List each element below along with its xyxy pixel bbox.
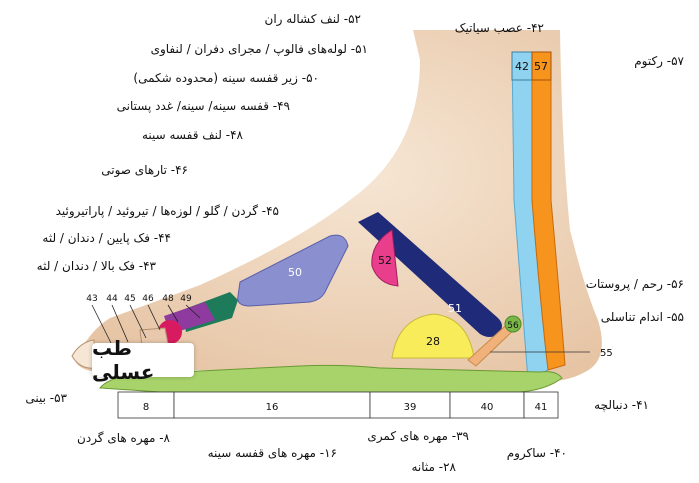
zone-number-52: 52	[378, 254, 392, 267]
zone-number-43: 43	[86, 294, 97, 304]
label-43: ۴۳- فک بالا / دندان / لثه	[37, 259, 156, 273]
spine-number-41: 41	[535, 402, 548, 413]
spine-number-39: 39	[404, 402, 417, 413]
label-42: ۴۲- عصب سیاتیک	[455, 21, 544, 35]
label-53: ۵۳- بینی	[25, 391, 67, 405]
zone-number-51: 51	[448, 302, 462, 315]
zone-number-45: 45	[124, 294, 135, 304]
zone-number-49: 49	[180, 294, 192, 304]
zone-number-57: 57	[534, 60, 548, 73]
zone-number-50: 50	[288, 266, 302, 279]
label-55: ۵۵- اندام تناسلی	[601, 310, 684, 324]
label-46: ۴۶- تارهای صوتی	[101, 163, 188, 177]
label-56: ۵۶- رحم / پروستات	[586, 277, 684, 291]
label-44: ۴۴- فک پایین / دندان / لثه	[42, 231, 171, 245]
label-52: ۵۲- لنف کشاله ران	[265, 12, 361, 26]
label-40: ۴۰- ساکروم	[507, 446, 567, 460]
zone-number-56: 56	[507, 321, 519, 331]
label-28: ۲۸- مثانه	[411, 460, 456, 474]
zone-number-48: 48	[162, 294, 174, 304]
label-50: ۵۰- زیر قفسه سینه (محدوده شکمی)	[133, 71, 319, 85]
zone-number-42: 42	[515, 60, 529, 73]
zone-number-55: 55	[600, 348, 613, 359]
label-48: ۴۸- لنف قفسه سینه	[142, 128, 243, 142]
label-39: ۳۹- مهره های کمری	[367, 429, 469, 443]
zone-number-46: 46	[142, 294, 154, 304]
zone-number-28: 28	[426, 335, 440, 348]
logo-badge: طب عسلی	[92, 343, 194, 377]
label-51: ۵۱- لوله‌های فالوپ / مجرای دفران / لنفاو…	[151, 42, 368, 56]
label-16: ۱۶- مهره های قفسه سینه	[208, 446, 337, 460]
label-57: ۵۷- رکتوم	[634, 54, 684, 68]
label-49: ۴۹- قفسه سینه/ سینه/ غدد پستانی	[117, 99, 290, 113]
label-8: ۸- مهره های گردن	[77, 431, 170, 445]
label-41: ۴۱- دنبالچه	[594, 398, 649, 412]
zone-number-44: 44	[106, 294, 118, 304]
spine-number-40: 40	[481, 402, 494, 413]
label-45: ۴۵- گردن / گلو / لوزه‌ها / تیروئید / پار…	[56, 204, 279, 218]
spine-number-8: 8	[143, 402, 149, 413]
spine-number-16: 16	[266, 402, 279, 413]
logo-text: طب عسلی	[92, 336, 194, 384]
